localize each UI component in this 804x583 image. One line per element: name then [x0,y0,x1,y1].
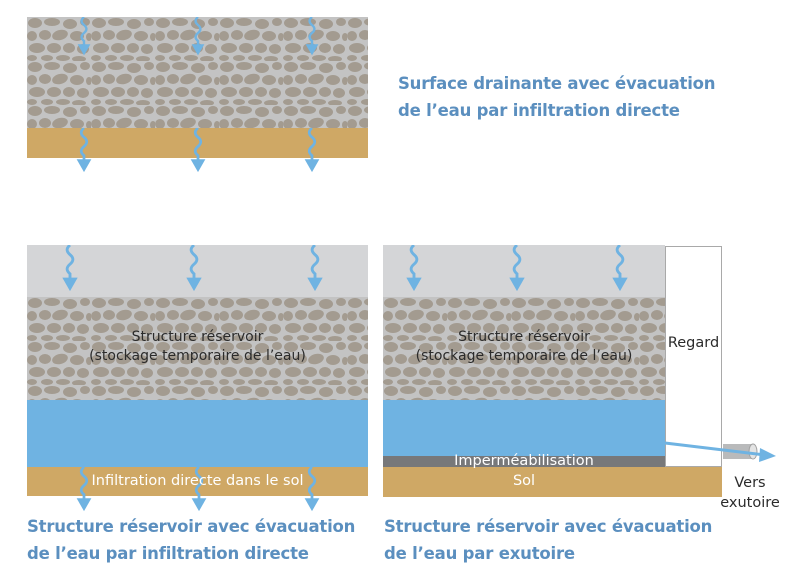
water-arrow-icon [74,128,94,174]
water-arrow-icon [302,128,322,174]
label-line: (stockage temporaire de l’eau) [89,348,306,364]
soil-layer [383,467,722,497]
water-arrow-icon [404,245,424,293]
water-arrow-icon [188,128,208,174]
caption-line: Surface drainante avec évacuation [398,74,716,93]
caption-line: de l’eau par infiltration directe [398,101,680,120]
water-arrow-icon [184,245,204,293]
water-arrow-icon [188,17,208,57]
manhole-label: Regard [667,335,720,351]
reservoir-label: Structure réservoir (stockage temporaire… [383,328,665,366]
panel-caption: Structure réservoir avec évacuation de l… [384,513,712,567]
water-arrow-icon [302,17,322,57]
outlet-pipe-and-arrow-icon [664,441,776,462]
reservoir-structure-layer [27,297,368,400]
water-arrow-icon [60,245,80,293]
label-line: Structure réservoir [458,329,590,345]
soil-label: Sol [512,473,536,489]
panel-caption: Surface drainante avec évacuation de l’e… [398,70,716,124]
water-storage-layer [27,400,368,467]
panel-caption: Structure réservoir avec évacuation de l… [27,513,355,567]
reservoir-label: Structure réservoir (stockage temporaire… [27,328,368,366]
caption-line: de l’eau par exutoire [384,544,575,563]
label-line: (stockage temporaire de l’eau) [415,348,633,364]
soil-label: Infiltration directe dans le sol [91,473,304,489]
water-arrow-icon [305,245,325,293]
caption-line: Structure réservoir avec évacuation [384,517,713,536]
waterproofing-layer [383,456,665,467]
outlet-label: Vers exutoire [700,473,800,513]
label-line: Structure réservoir [131,329,264,345]
water-arrow-icon [507,245,527,293]
waterproofing-label: Imperméabilisation [454,453,594,469]
water-storage-layer [383,400,665,456]
caption-line: Structure réservoir avec évacuation [27,517,356,536]
water-arrow-icon [74,17,94,57]
water-arrow-icon [610,245,630,293]
label-line: Vers [734,475,766,491]
label-line: exutoire [720,495,780,511]
manhole [665,246,722,467]
reservoir-structure-layer [383,297,665,400]
caption-line: de l’eau par infiltration directe [27,544,309,563]
